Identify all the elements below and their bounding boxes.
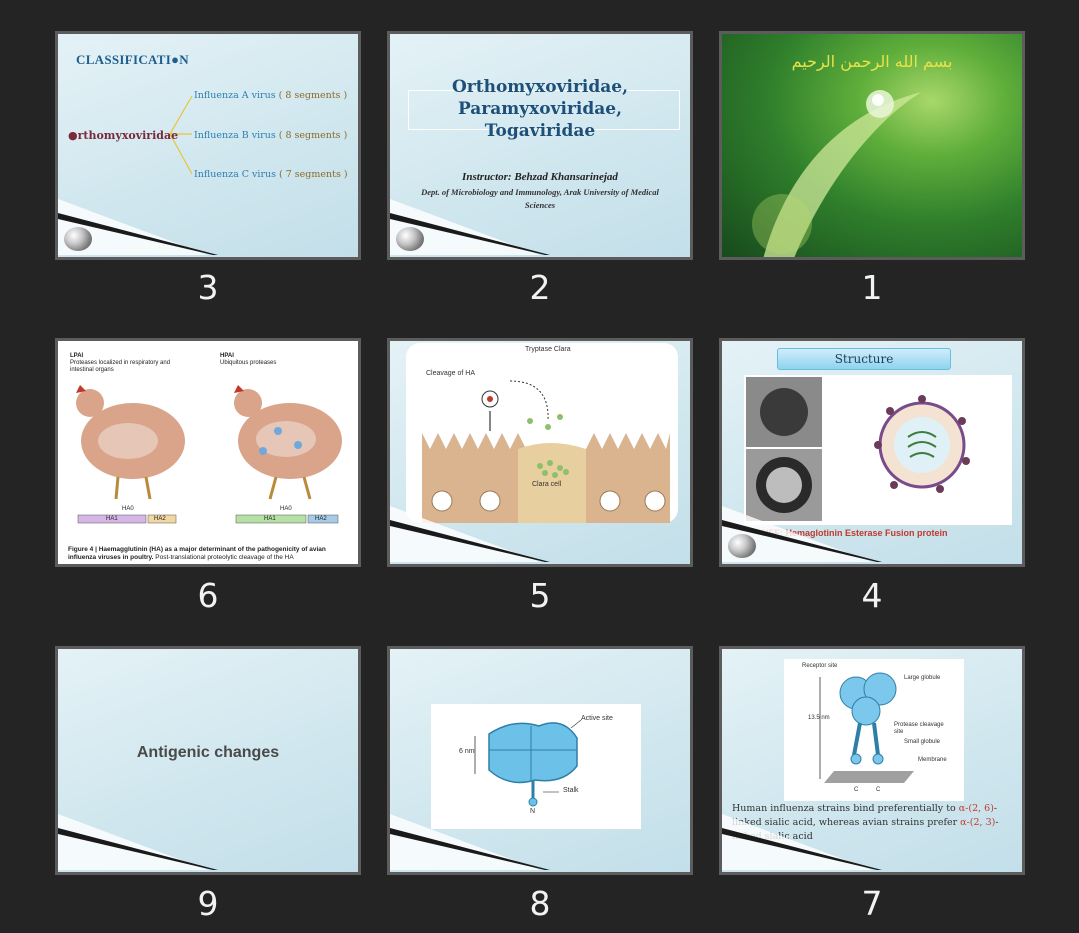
slide-thumbnail-4[interactable]: Structure HEF: Hemaglotinin Esterase Fus… — [719, 338, 1025, 567]
department: Dept. of Microbiology and Immunology, Ar… — [421, 187, 659, 210]
classification-tree-lines — [169, 95, 193, 175]
clara-cell-label: Clara cell — [532, 481, 562, 488]
lpai-subtitle: Proteases localized in respiratory and i… — [70, 360, 171, 373]
virus-logo-icon — [396, 227, 424, 251]
receptor-site-label: Receptor site — [802, 663, 838, 669]
slide-number-7: 7 — [861, 884, 883, 923]
slide-number-4: 4 — [861, 576, 883, 615]
cleavage-label: Cleavage of HA — [426, 370, 476, 377]
hpai-subtitle: Ubiquitous proteases — [220, 360, 277, 366]
virus-structure-diagram — [744, 375, 1012, 525]
c-terminus-label-2: C — [876, 787, 881, 793]
c-terminus-label-1: C — [854, 787, 859, 793]
slide-thumbnail-2[interactable]: Orthomyxoviridae, Paramyxoviridae, Togav… — [387, 31, 693, 260]
figure-caption: Figure 4 | Haemagglutinin (HA) as a majo… — [68, 546, 326, 561]
family-name: ●rthomyxoviridae — [68, 129, 179, 142]
ha2-label-hpai: HA2 — [315, 516, 327, 522]
small-globule-label: Small globule — [904, 739, 941, 745]
membrane-label: Membrane — [918, 757, 947, 763]
ha2-label-lpai: HA2 — [154, 516, 166, 522]
neuraminidase-panel: Active site 6 nm Stalk N — [431, 704, 641, 829]
slide-number-9: 9 — [197, 884, 219, 923]
bismillah-text: بسم الله الرحمن الرحيم — [791, 52, 953, 71]
slide-thumbnail-9[interactable]: Antigenic changes — [55, 646, 361, 875]
slide-title: Antigenic changes — [136, 744, 280, 761]
ha1-label-hpai: HA1 — [264, 516, 276, 522]
virus-logo-icon — [64, 227, 92, 251]
slide-title: Orthomyxoviridae, Paramyxoviridae, Togav… — [451, 77, 629, 141]
slide-swoosh-decoration — [58, 814, 218, 870]
dewdrop-leaf-image — [752, 90, 922, 257]
branch-influenza-b: Influenza B virus ( 8 segments ) — [194, 130, 348, 141]
n-terminus-label: N — [530, 808, 536, 815]
instructor-name: Instructor: Behzad Khansarinejad — [462, 171, 618, 183]
slide-thumbnail-5[interactable]: Tryptase Clara Cleavage of HA Clara cell — [387, 338, 693, 567]
lpai-title: LPAI — [70, 353, 84, 359]
slide-number-3: 3 — [197, 268, 219, 307]
tryptase-label: Tryptase Clara — [525, 346, 571, 353]
slide-number-2: 2 — [529, 268, 551, 307]
stalk-label: Stalk — [563, 787, 579, 794]
slide-thumbnail-3[interactable]: CLASSIFICATI●N ●rthomyxoviridae Influenz… — [55, 31, 361, 260]
chicken-diagrams — [76, 385, 342, 524]
ha0-label-lpai: HA0 — [122, 506, 134, 512]
structure-heading: Structure — [777, 348, 951, 370]
hef-footnote: HEF: Hemaglotinin Esterase Fusion protei… — [762, 528, 948, 538]
slide-thumbnail-7[interactable]: Receptor site Large globule 13.5 nm Prot… — [719, 646, 1025, 875]
slide-number-6: 6 — [197, 576, 219, 615]
classification-title: CLASSIFICATI●N — [76, 52, 189, 67]
slide-number-5: 5 — [529, 576, 551, 615]
size-label: 6 nm — [459, 748, 475, 755]
neuraminidase-diagram — [474, 719, 582, 807]
sialic-acid-text: Human influenza strains bind preferentia… — [732, 803, 999, 842]
hemagglutinin-diagram — [819, 672, 914, 783]
size-label: 13.5 nm — [808, 715, 830, 721]
ha1-label-lpai: HA1 — [106, 516, 118, 522]
title-box-border — [408, 90, 680, 130]
slide-thumbnail-8[interactable]: Active site 6 nm Stalk N — [387, 646, 693, 875]
hpai-title: HPAI — [220, 353, 234, 359]
slide-thumbnail-6[interactable]: LPAI Proteases localized in respiratory … — [55, 338, 361, 567]
branch-influenza-a: Influenza A virus ( 8 segments ) — [194, 90, 348, 101]
branch-influenza-c: Influenza C virus ( 7 segments ) — [194, 169, 348, 180]
slide-number-8: 8 — [529, 884, 551, 923]
active-site-label: Active site — [581, 715, 613, 722]
ha0-label-hpai: HA0 — [280, 506, 292, 512]
virus-logo-icon — [728, 534, 756, 558]
protease-cleavage-label: Protease cleavage site — [894, 722, 944, 735]
large-globule-label: Large globule — [904, 675, 941, 681]
slide-number-1: 1 — [861, 268, 883, 307]
hemagglutinin-panel: Receptor site Large globule 13.5 nm Prot… — [784, 659, 964, 801]
slide-thumbnail-1[interactable]: بسم الله الرحمن الرحيم — [719, 31, 1025, 260]
